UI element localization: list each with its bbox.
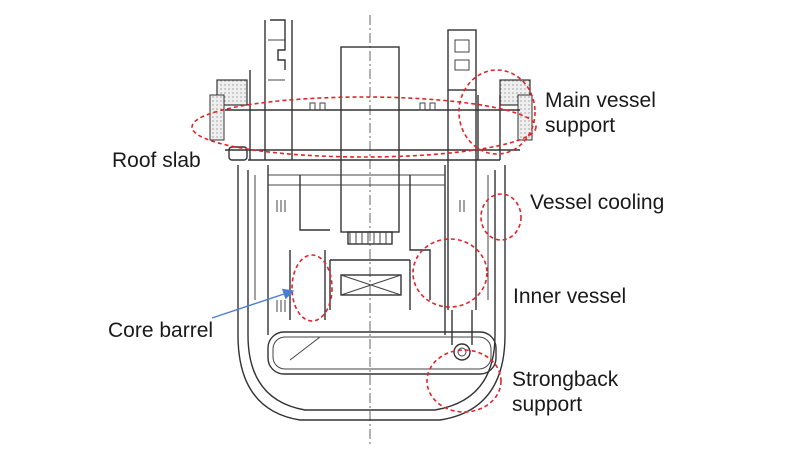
central-column (340, 46, 400, 245)
strongback-structure (267, 331, 497, 375)
core-barrel-highlight (291, 254, 333, 322)
inner-vessel-structure (267, 165, 473, 361)
inner-vessel-label: Inner vessel (513, 285, 627, 308)
strongback-support-label: Strongback support (512, 368, 619, 416)
core-barrel-label: Core barrel (108, 319, 214, 342)
upper-pipework (249, 19, 501, 310)
core-barrel-arrow (211, 288, 295, 319)
roof-slab-label: Roof slab (112, 149, 201, 172)
strongback-support-highlight (426, 349, 502, 413)
main-vessel-support-label: Main vessel support (545, 89, 656, 137)
roof-slab-highlight (191, 96, 537, 158)
vessel-cooling-highlight (480, 193, 522, 241)
inner-vessel-highlight (412, 238, 488, 308)
main-vessel-support-highlight (458, 69, 536, 155)
vessel-cooling-label: Vessel cooling (530, 191, 665, 214)
main-vessel-shell (237, 165, 506, 421)
